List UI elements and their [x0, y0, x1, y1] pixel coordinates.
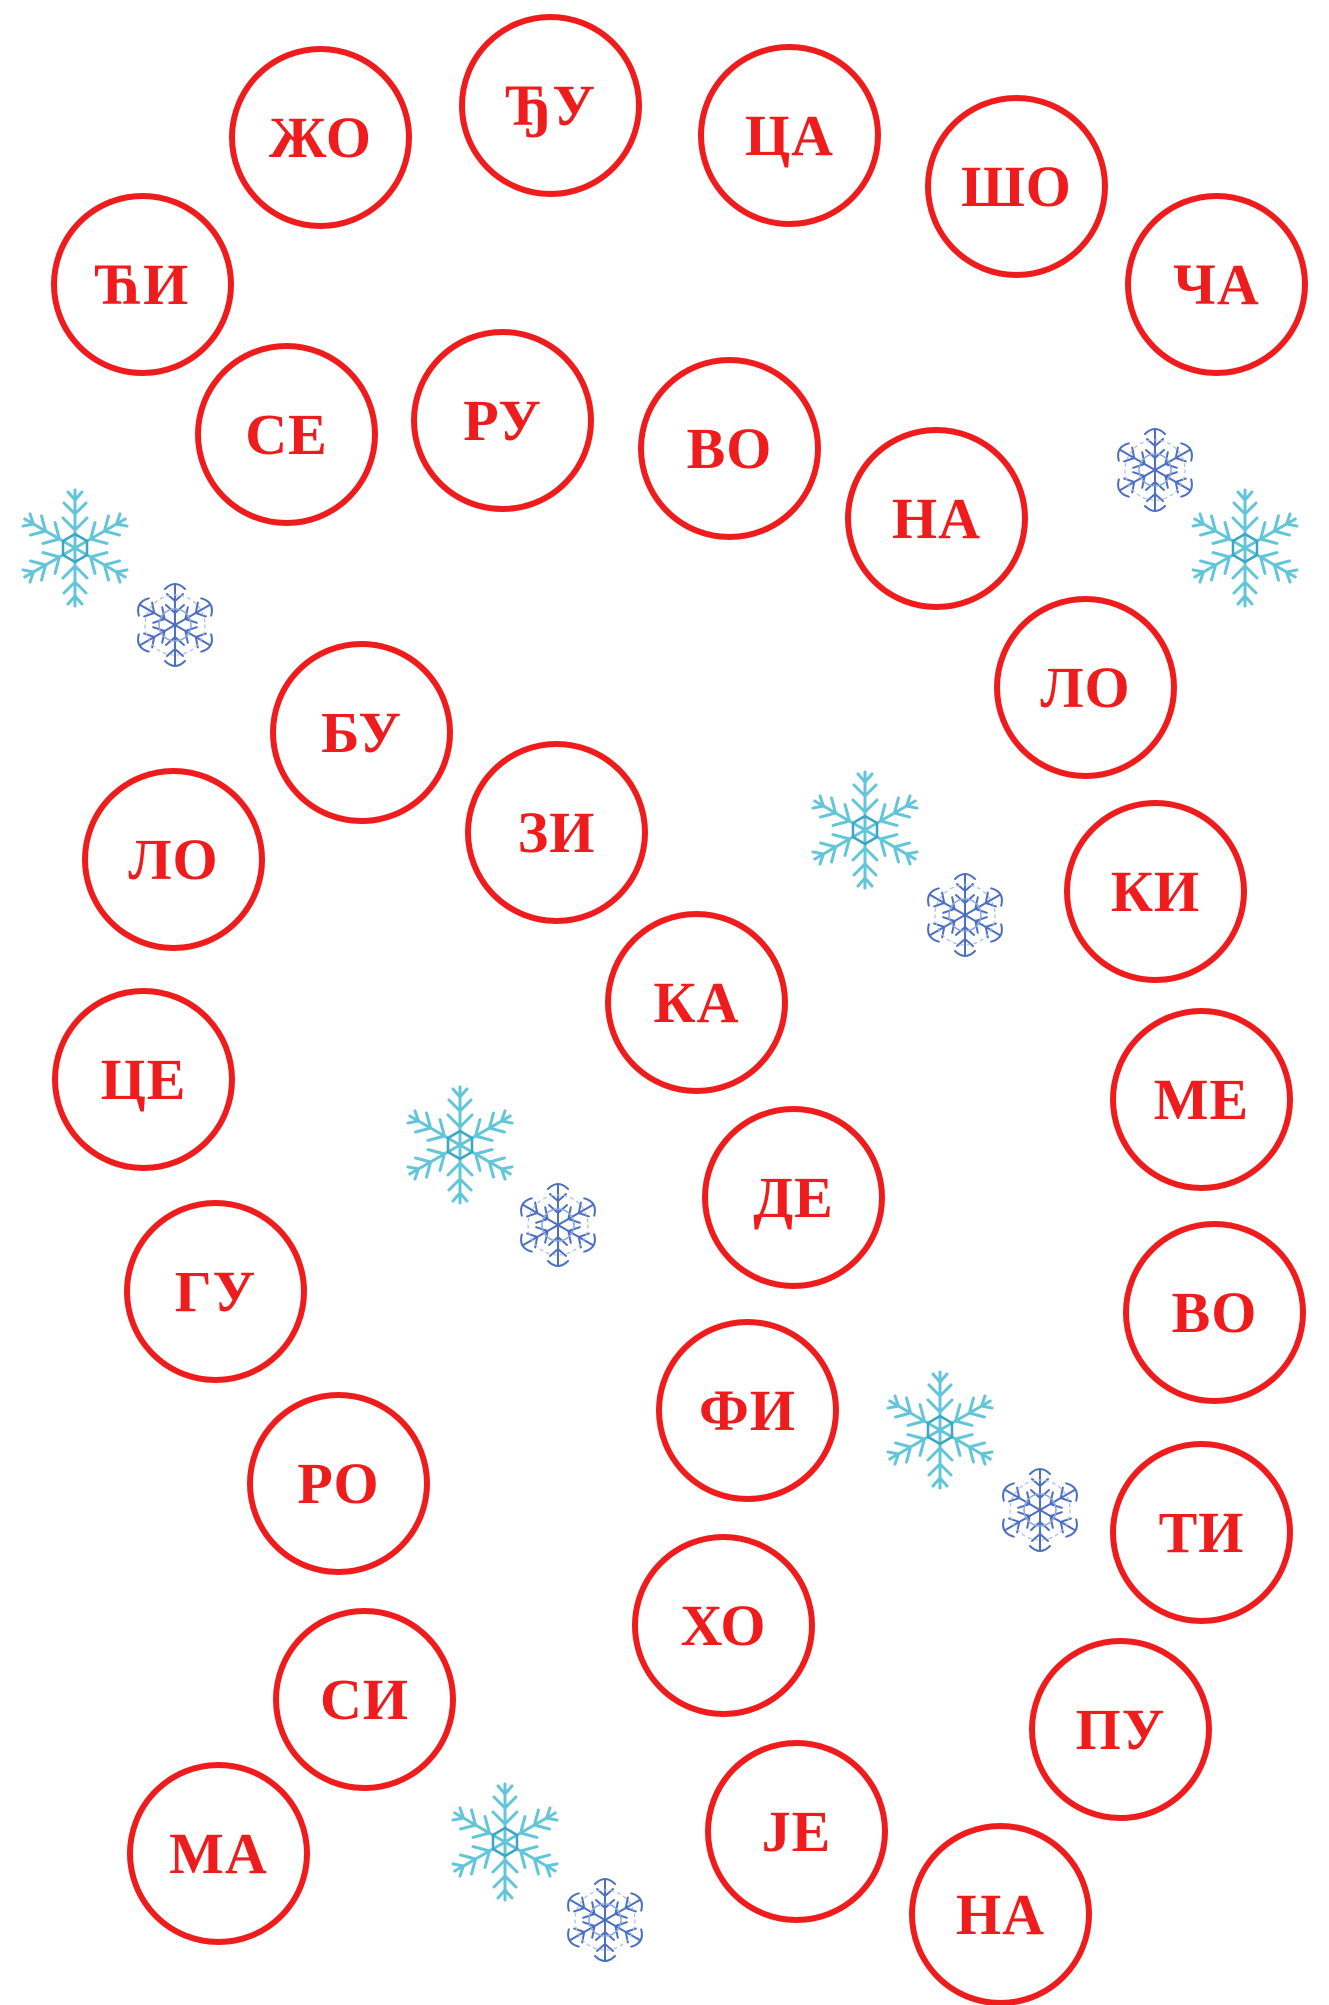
snowflake-dark-icon [915, 865, 1015, 965]
snowflake-dark-icon [990, 1460, 1090, 1560]
syllable-label: НА [892, 490, 981, 548]
syllable-label: МЕ [1154, 1071, 1249, 1129]
syllable-circle: ДЕ [702, 1106, 885, 1289]
syllable-label: ПУ [1076, 1701, 1166, 1759]
syllable-circle: ВО [1123, 1221, 1306, 1404]
snowflake-light-icon [1175, 478, 1315, 618]
syllable-circle: ЧА [1125, 193, 1308, 376]
syllable-label: ЛО [128, 831, 218, 889]
syllable-label: КА [654, 974, 740, 1032]
snowflake-light-icon [435, 1772, 575, 1912]
syllable-circle: ХО [632, 1534, 815, 1717]
syllable-label: ЈЕ [762, 1803, 832, 1861]
syllable-circle: ШО [925, 95, 1108, 278]
syllable-circle: ЂУ [459, 14, 642, 197]
snowflake-dark-icon [508, 1175, 608, 1275]
syllable-circle: ГУ [124, 1200, 307, 1383]
syllable-circle: ЖО [229, 46, 412, 229]
syllable-label: ЧА [1173, 256, 1259, 314]
syllable-circle: БУ [270, 641, 453, 824]
syllable-circle: ЗИ [465, 741, 648, 924]
syllable-circle: НА [909, 1823, 1092, 2005]
syllable-label: ЛО [1040, 659, 1130, 717]
syllable-circle: РО [247, 1392, 430, 1575]
syllable-label: ЦЕ [101, 1051, 187, 1109]
syllable-label: ЖО [269, 109, 372, 167]
syllable-circle: ТИ [1110, 1441, 1293, 1624]
syllable-circle: НА [845, 427, 1028, 610]
syllable-circle: ЦА [698, 44, 881, 227]
syllable-circle: МЕ [1110, 1008, 1293, 1191]
syllable-circle: ЛО [82, 768, 265, 951]
syllable-label: БУ [321, 704, 402, 762]
syllable-label: РО [297, 1455, 379, 1513]
syllable-circle: РУ [411, 329, 594, 512]
syllable-label: ДЕ [753, 1169, 834, 1227]
snowflake-light-icon [870, 1360, 1010, 1500]
syllable-label: ЗИ [518, 804, 596, 862]
syllable-label: ФИ [699, 1382, 796, 1440]
syllable-label: ВО [687, 420, 773, 478]
syllable-label: РУ [463, 392, 542, 450]
snowflake-dark-icon [555, 1870, 655, 1970]
syllable-label: ЂУ [505, 77, 596, 135]
syllable-circle: ПУ [1029, 1638, 1212, 1821]
syllable-circle: КА [605, 911, 788, 1094]
syllable-circle: ЛО [994, 596, 1177, 779]
syllable-label: ЦА [745, 107, 834, 165]
syllable-label: ТИ [1159, 1504, 1245, 1562]
syllable-label: СЕ [245, 406, 328, 464]
syllable-label: ШО [961, 158, 1072, 216]
syllable-label: ГУ [175, 1263, 256, 1321]
syllable-circle: МА [127, 1762, 310, 1945]
syllable-circle: СЕ [195, 343, 378, 526]
syllable-label: МА [169, 1825, 268, 1883]
syllable-circle: ФИ [656, 1319, 839, 1502]
syllable-circle: ЋИ [51, 193, 234, 376]
syllable-label: КИ [1111, 863, 1200, 921]
syllable-label: ЋИ [96, 256, 190, 314]
snowflake-dark-icon [125, 575, 225, 675]
syllable-circle: СИ [273, 1608, 456, 1791]
syllable-label: НА [956, 1886, 1045, 1944]
syllable-label: СИ [320, 1671, 409, 1729]
syllable-label: ХО [680, 1597, 766, 1655]
syllable-circle: ВО [638, 357, 821, 540]
syllable-circle: ЈЕ [705, 1740, 888, 1923]
syllable-circle: КИ [1064, 800, 1247, 983]
syllable-circle: ЦЕ [52, 988, 235, 1171]
syllable-label: ВО [1172, 1284, 1258, 1342]
snowflake-light-icon [795, 760, 935, 900]
snowflake-light-icon [5, 478, 145, 618]
